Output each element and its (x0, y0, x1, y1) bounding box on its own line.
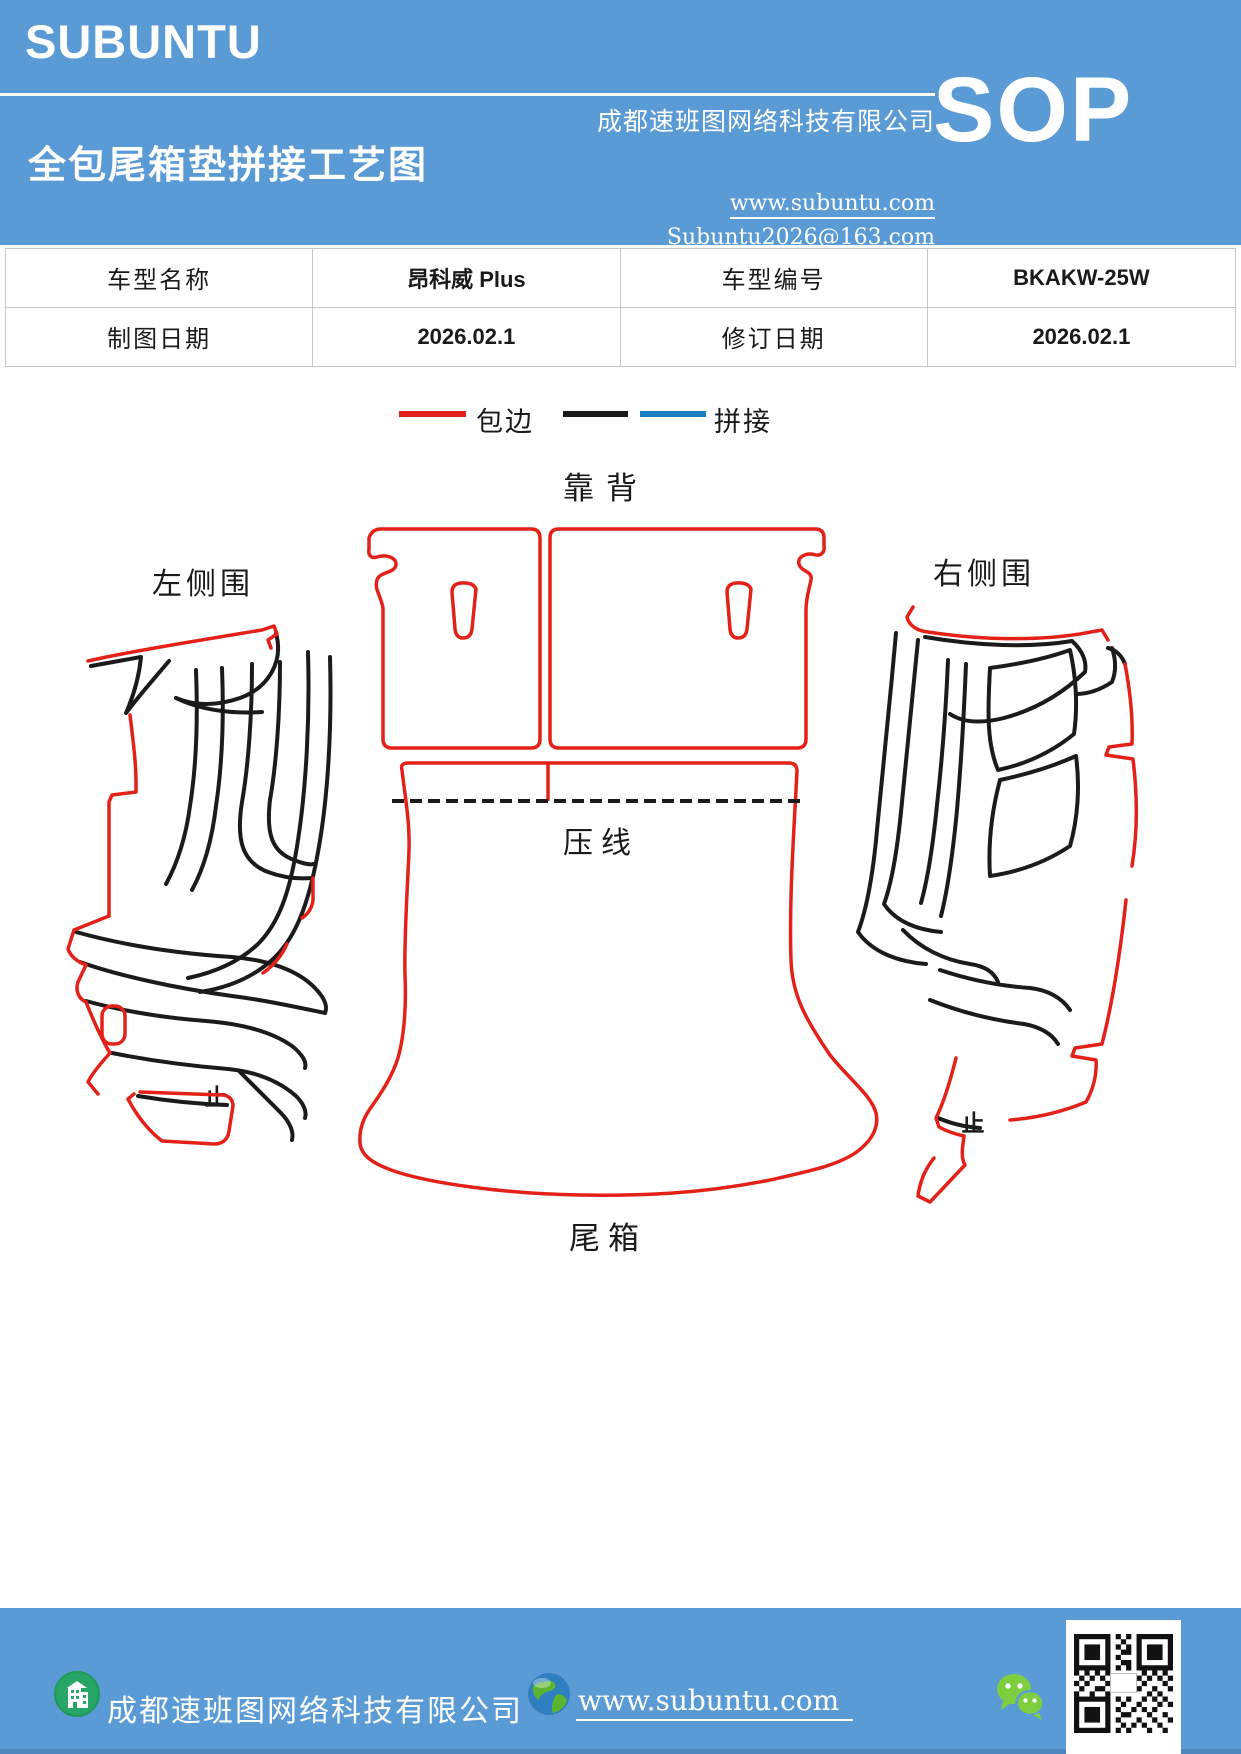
globe-icon (528, 1673, 570, 1715)
footer-band: 成都速班图网络科技有限公司 www.subuntu.com (0, 1608, 1241, 1754)
left-side-seams (74, 631, 333, 1142)
backrest-right-slot (725, 581, 753, 640)
table-value-model-code: BKAKW-25W (927, 249, 1235, 308)
header-contact-block: 成都速班图网络科技有限公司 www.subuntu.com Subuntu202… (415, 102, 935, 250)
table-value-revise-date: 2026.02.1 (1032, 323, 1131, 349)
table-label-model-code: 车型编号 (620, 249, 928, 308)
left-side-piece (66, 624, 333, 1146)
table-value-draw-date: 2026.02.1 (313, 307, 621, 366)
backrest-left-outline (367, 527, 542, 750)
legend-swatch-splice (640, 411, 706, 417)
qr-code (1066, 1620, 1181, 1754)
trunk-piece (358, 761, 879, 1197)
email-address: Subuntu2026@163.com (666, 225, 935, 250)
footer-website-link[interactable]: www.subuntu.com (576, 1684, 854, 1721)
label-backrest: 靠背 (563, 471, 649, 507)
legend-label-binding: 包边 (476, 407, 534, 438)
building-icon (54, 1671, 100, 1717)
brand-logo: SUBUNTU (25, 15, 262, 68)
vehicle-info-table: 车型名称 昂科威 Plus 车型编号 BKAKW-25W 制图日期 2026.0… (5, 248, 1236, 367)
label-left-side: 左侧围 (152, 567, 254, 602)
legend-swatch-seam (563, 411, 628, 417)
backrest-pieces (367, 527, 826, 750)
label-right-side: 右侧围 (933, 557, 1035, 592)
header-band: SUBUNTU 全包尾箱垫拼接工艺图 成都速班图网络科技有限公司 www.sub… (0, 0, 1241, 250)
trunk-outline (358, 761, 879, 1197)
label-press-line: 压线 (563, 826, 639, 861)
legend-label-splice: 拼接 (714, 407, 772, 438)
right-side-seams (856, 631, 1127, 1130)
company-name: 成都速班图网络科技有限公司 (596, 107, 935, 136)
qr-code-pattern (1074, 1634, 1173, 1733)
right-side-binding (905, 605, 1139, 1204)
label-stop-left: 止 (205, 1085, 228, 1111)
backrest-left-slot (450, 581, 478, 640)
website-link[interactable]: www.subuntu.com (729, 191, 935, 219)
left-side-binding (66, 624, 315, 1146)
table-value-model-name: 昂科威 Plus (313, 249, 621, 308)
table-label-draw-date: 制图日期 (6, 307, 314, 366)
backrest-right-outline (548, 527, 826, 750)
page-title: 全包尾箱垫拼接工艺图 (28, 142, 429, 187)
table-label-revise-date: 修订日期 (621, 307, 928, 366)
table-label-model-name: 车型名称 (6, 249, 314, 308)
legend-swatch-binding (399, 411, 466, 417)
footer-company-name: 成都速班图网络科技有限公司 (107, 1694, 523, 1729)
label-stop-right: 止 (962, 1111, 985, 1137)
wechat-icon (997, 1674, 1045, 1720)
label-trunk: 尾箱 (569, 1221, 647, 1257)
sop-badge: SOP (933, 59, 1134, 161)
header-divider (0, 93, 935, 96)
right-side-piece (856, 605, 1139, 1204)
